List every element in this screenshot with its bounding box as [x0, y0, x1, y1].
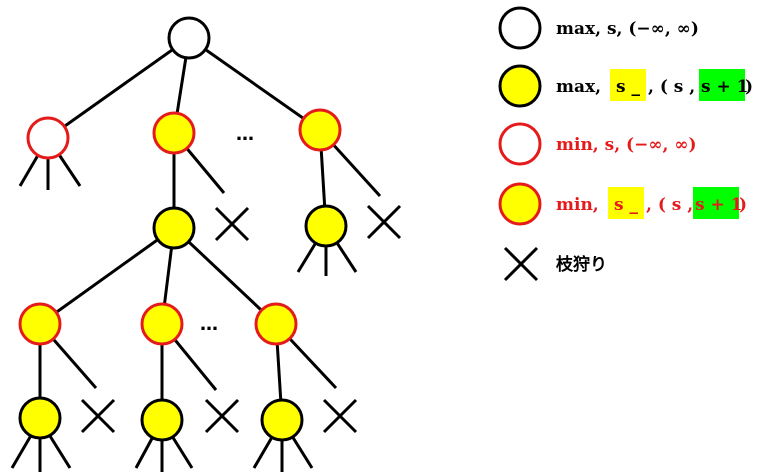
legend-row-2-middle: , ( s ,	[648, 77, 695, 97]
legend-row-4-yellow: s _	[614, 195, 638, 215]
node-min-open	[26, 116, 70, 160]
legend-row-4-green-highlight	[693, 187, 739, 219]
node-max-yellow	[140, 398, 184, 442]
node-min-yellow	[152, 111, 196, 155]
legend-min-yellow-icon	[498, 182, 542, 226]
legend-max-open-icon	[498, 6, 542, 50]
legend-row-5-text: 枝狩り	[556, 254, 607, 275]
ellipsis-level-3: …	[200, 314, 218, 335]
legend-row-1-text: max, s, (−∞, ∞)	[556, 19, 699, 39]
node-max-yellow	[304, 204, 348, 248]
node-max-yellow	[260, 398, 304, 442]
cross-mark-icon	[80, 398, 116, 434]
legend-row-4-middle: , ( s ,	[646, 195, 693, 215]
legend-row-2-green-highlight	[699, 69, 745, 101]
legend-row-2-green: s + 1	[701, 77, 748, 97]
prune-marks	[80, 204, 402, 434]
legend-row-2-suffix: )	[745, 77, 753, 97]
node-min-yellow	[140, 302, 184, 346]
edge-root-right	[188, 36, 321, 132]
legend-row-2-yellow-highlight	[610, 69, 646, 101]
cross-mark-icon	[214, 206, 250, 242]
legend-min-open-icon	[498, 122, 542, 166]
node-max-yellow	[18, 396, 62, 440]
tree-edges	[10, 36, 382, 472]
cross-mark-icon	[204, 398, 240, 434]
node-max-yellow	[152, 206, 196, 250]
node-min-yellow	[18, 302, 62, 346]
edge-l2-left	[39, 226, 175, 326]
legend-row-4-yellow-highlight	[608, 187, 644, 219]
legend-row-3-text: min, s, (−∞, ∞)	[556, 135, 697, 155]
edge-l2-right	[172, 226, 278, 326]
legend-row-2-prefix: max,	[556, 77, 601, 97]
legend-row-2-yellow: s _	[616, 77, 640, 97]
legend-row-4-prefix: min,	[556, 195, 599, 215]
node-min-yellow	[298, 108, 342, 152]
root-node-max-open	[167, 16, 211, 60]
tree-nodes	[18, 16, 348, 442]
edge-root-left	[47, 36, 190, 140]
legend-row-4-green: s + 1	[695, 195, 742, 215]
legend-row-4-suffix: )	[739, 195, 747, 215]
legend-max-yellow-icon	[498, 64, 542, 108]
cross-mark-icon	[322, 398, 358, 434]
cross-mark-icon	[366, 204, 402, 240]
legend: max, s, (−∞, ∞) max, s _ , ( s , s + 1 )…	[498, 6, 753, 282]
ellipsis-level-1: …	[236, 124, 254, 145]
node-min-yellow	[254, 302, 298, 346]
cross-mark-icon	[503, 246, 539, 282]
